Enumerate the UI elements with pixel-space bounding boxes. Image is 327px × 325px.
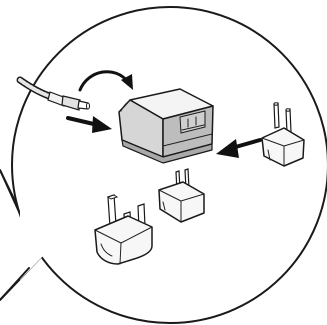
us-plug-icon: [158, 168, 205, 223]
curved-arrow-icon: [78, 70, 133, 92]
power-adapter-icon: [118, 88, 214, 164]
arrow-left-icon: [216, 138, 262, 158]
arrow-right-icon: [66, 116, 112, 133]
callout-bubble: [0, 6, 327, 324]
eu-plug-icon: [261, 102, 305, 167]
dc-cable-icon: [16, 76, 90, 111]
uk-plug-icon: [94, 194, 153, 265]
